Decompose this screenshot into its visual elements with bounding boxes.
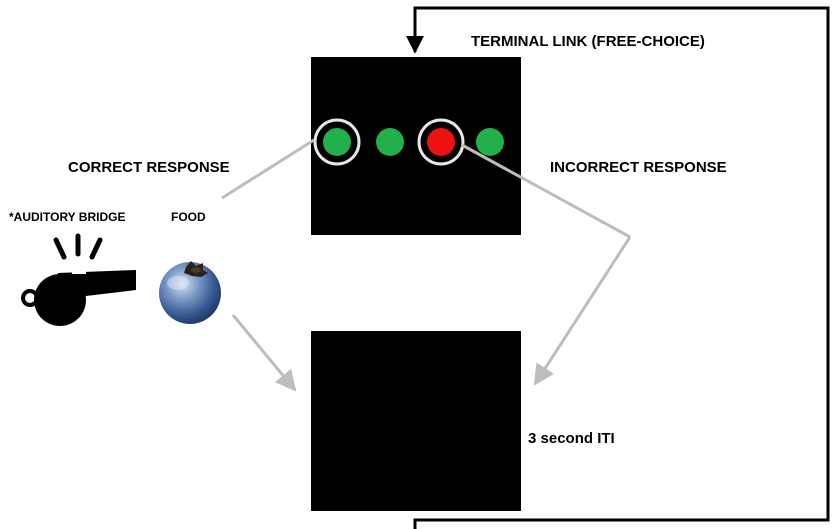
green-stimulus-selected (323, 128, 351, 156)
selection-ring-incorrect (417, 118, 465, 166)
terminal-link-label: TERMINAL LINK (FREE-CHOICE) (471, 33, 705, 50)
loop-line (406, 6, 830, 529)
food-label: FOOD (171, 210, 206, 224)
red-stimulus-selected (427, 128, 455, 156)
correct-response-label: CORRECT RESPONSE (68, 159, 230, 176)
correct-response-line (221, 138, 315, 200)
selection-ring-correct (313, 118, 361, 166)
incorrect-response-line (461, 143, 631, 239)
iti-label: 3 second ITI (528, 430, 615, 447)
green-stimulus (376, 128, 404, 156)
whistle-icon (21, 233, 136, 326)
iti-screen (311, 331, 521, 511)
incorrect-response-label: INCORRECT RESPONSE (550, 159, 727, 176)
green-stimulus (476, 128, 504, 156)
food-to-iti-arrow (231, 314, 297, 392)
incorrect-to-iti-arrow (533, 236, 632, 386)
blueberry-icon (159, 261, 221, 324)
auditory-bridge-label: *AUDITORY BRIDGE (9, 210, 126, 224)
